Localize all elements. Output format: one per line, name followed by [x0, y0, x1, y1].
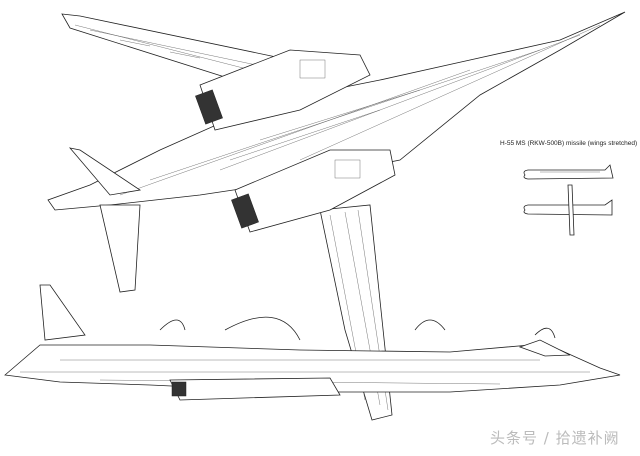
horizontal-tail-lower [99, 204, 141, 293]
side-engine [169, 377, 341, 401]
horizontal-tail-upper [68, 147, 142, 196]
vertical-tail [39, 284, 86, 341]
watermark: 头条号 / 拾遗补阙 [490, 429, 620, 447]
engine-nacelle-upper [195, 49, 371, 131]
side-view [4, 284, 621, 401]
engine-nacelle-lower [231, 149, 396, 233]
section-profile [159, 316, 556, 341]
fuselage [47, 11, 626, 211]
missile-caption: H-55 MS (RKW-500B) missile (wings stretc… [500, 140, 638, 147]
cockpit [518, 339, 571, 357]
missile-side [523, 164, 614, 180]
missile-top [523, 184, 613, 236]
